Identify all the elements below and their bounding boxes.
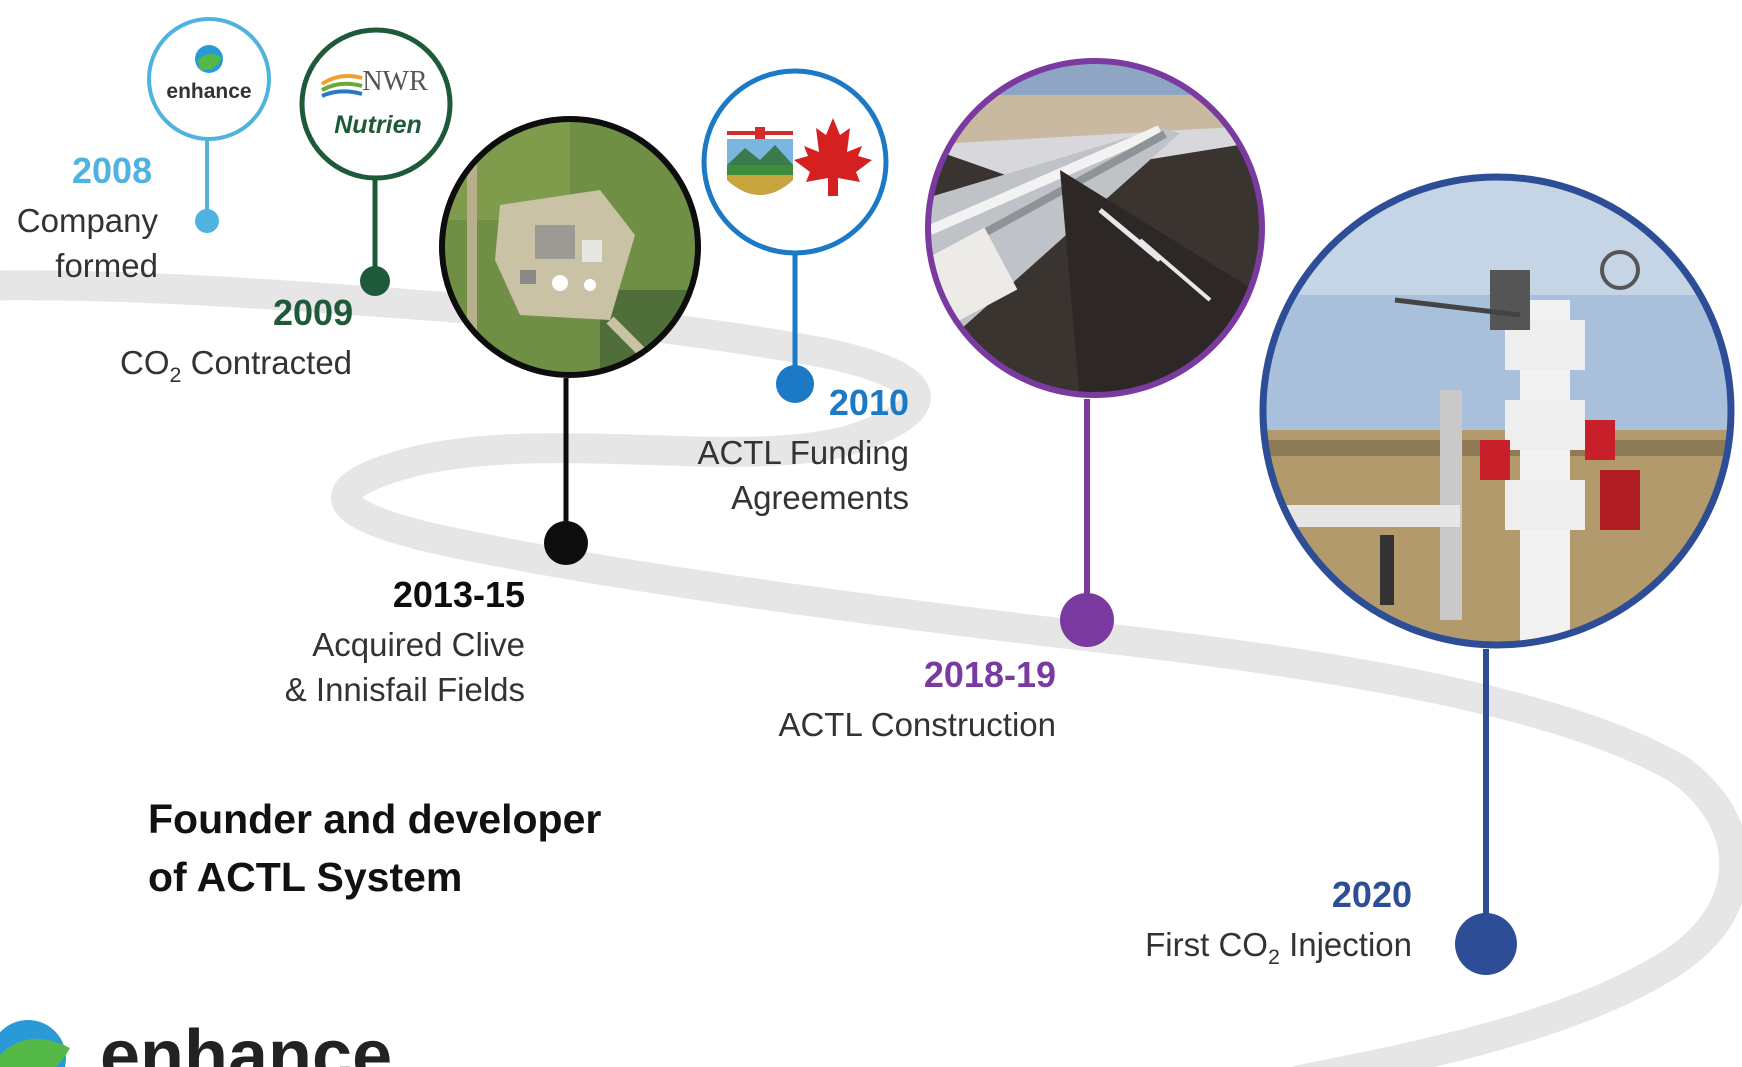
milestone-desc-2008-line1: Company <box>16 202 158 239</box>
nwr-nutrien-logo-icon: NWR Nutrien <box>299 27 453 181</box>
milestone-desc-2009-prefix: CO <box>120 344 170 381</box>
pipeline-photo <box>925 58 1265 398</box>
field-aerial-photo <box>439 116 701 378</box>
milestone-desc-2009-subscript: 2 <box>169 362 182 387</box>
wellhead-photo <box>1259 173 1735 649</box>
alberta-canada-flags-icon <box>701 68 889 256</box>
enhance-logo-icon: enhance <box>147 17 271 141</box>
headline-line1: Founder and developer <box>148 796 602 842</box>
milestone-dot-2020 <box>1455 913 1517 975</box>
milestone-year-2013-15: 2013-15 <box>392 574 525 615</box>
milestone-desc-2020-subscript: 2 <box>1267 944 1280 969</box>
nutrien-label: Nutrien <box>334 111 422 139</box>
milestone-desc-2020-prefix: First CO <box>1145 926 1268 963</box>
milestone-desc-2018-19: ACTL Construction <box>778 706 1056 743</box>
enhance-small-label: enhance <box>166 80 251 103</box>
milestone-dot-2009 <box>360 266 390 296</box>
milestone-desc-2013-15-line2: & Innisfail Fields <box>284 671 525 708</box>
milestone-dot-2008 <box>195 209 219 233</box>
milestone-desc-2013-15-line1: Acquired Clive <box>312 626 525 663</box>
milestone-dot-2018-19 <box>1060 593 1114 647</box>
milestone-desc-2008-line2: formed <box>55 247 158 284</box>
headline: Founder and developer of ACTL System <box>148 790 601 906</box>
milestone-year-2009: 2009 <box>273 292 354 333</box>
milestone-year-2020: 2020 <box>1331 874 1412 915</box>
milestone-year-2008: 2008 <box>72 150 153 191</box>
milestone-desc-2020: First CO2 Injection <box>1145 922 1412 972</box>
milestone-year-2018-19: 2018-19 <box>923 654 1056 695</box>
milestone-desc-2009: CO2 Contracted <box>120 340 352 390</box>
milestone-dot-2010 <box>776 365 814 403</box>
headline-line2: of ACTL System <box>148 854 463 900</box>
milestone-desc-2008: Company formed <box>17 198 158 288</box>
milestone-dot-2013-15 <box>544 521 588 565</box>
milestone-desc-2010-line2: Agreements <box>731 479 909 516</box>
enhance-brand-logo: enhance <box>0 1016 392 1067</box>
milestone-desc-2013-15: Acquired Clive & Innisfail Fields <box>285 622 525 712</box>
milestone-desc-2010-line1: ACTL Funding <box>697 434 909 471</box>
milestone-desc-2009-suffix: Contracted <box>181 344 353 381</box>
milestone-desc-2010: ACTL Funding Agreements <box>697 430 909 520</box>
nwr-label: NWR <box>362 66 428 97</box>
enhance-brand-label: enhance <box>100 1016 392 1067</box>
milestone-year-2010: 2010 <box>828 382 909 423</box>
milestone-desc-2020-suffix: Injection <box>1279 926 1412 963</box>
